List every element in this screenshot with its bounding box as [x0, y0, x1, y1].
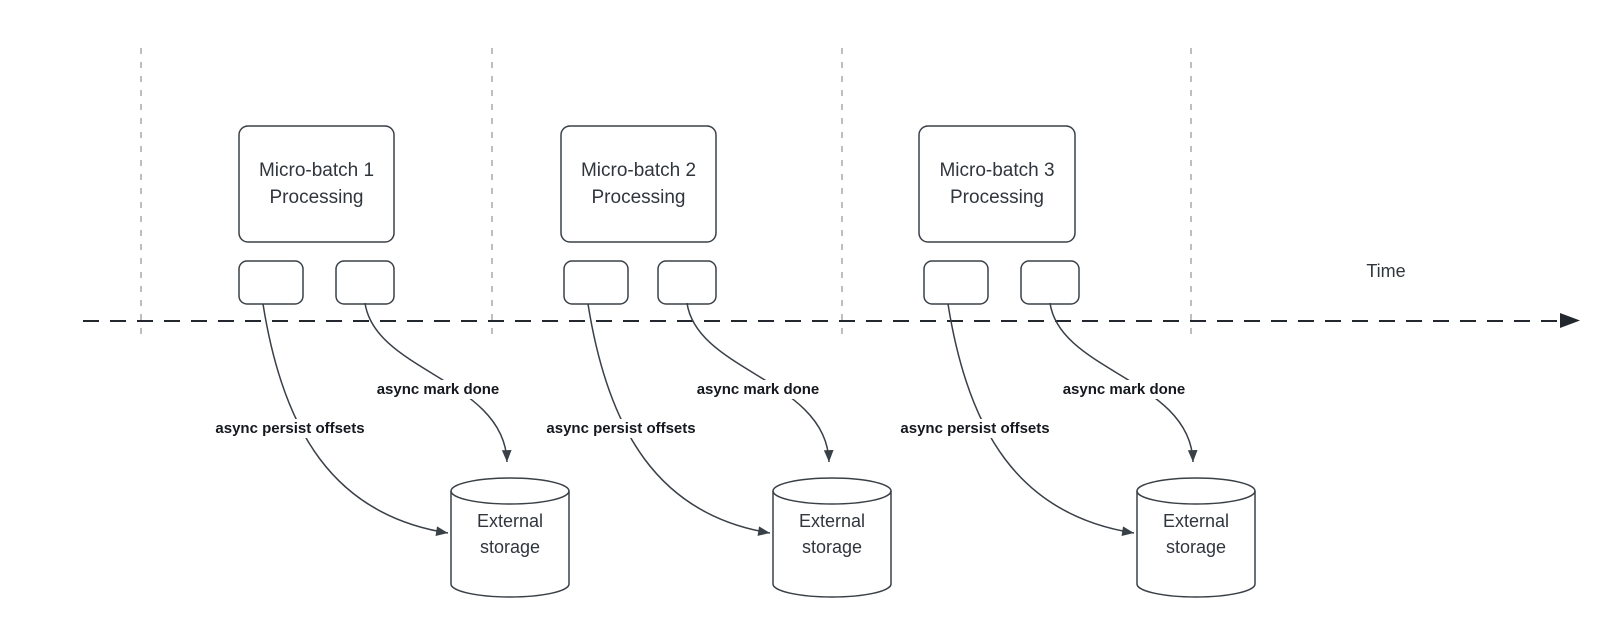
external-storage-cylinder-2-rim	[772, 490, 892, 505]
async-mark-done-label-1: async mark done	[373, 380, 503, 399]
micro-batch-1-task-box-right	[335, 260, 395, 305]
async-persist-offsets-label-3: async persist offsets	[897, 419, 1053, 438]
micro-batch-2-task-box-left	[563, 260, 629, 305]
box-label-line: Micro-batch 2	[580, 160, 697, 181]
time-axis-arrowhead-icon	[1560, 313, 1580, 328]
async-persist-offsets-arrow-3	[947, 303, 1135, 536]
storage-label-line: storage	[1165, 537, 1227, 557]
micro-batch-1-box-label: Micro-batch 1 Processing	[239, 126, 394, 242]
external-storage-cylinder-3-rim	[1136, 490, 1256, 505]
async-persist-offsets-label-2: async persist offsets	[543, 419, 699, 438]
micro-batch-1-box	[238, 125, 395, 243]
micro-batch-3-box	[918, 125, 1076, 243]
external-storage-cylinder-2	[772, 477, 892, 598]
external-storage-cylinder-3	[1136, 477, 1256, 598]
box-label-line: Micro-batch 3	[939, 160, 1055, 181]
micro-batch-1-task-box-left	[238, 260, 304, 305]
async-mark-done-label-3: async mark done	[1059, 380, 1189, 399]
micro-batch-3-box-label: Micro-batch 3 Processing	[919, 126, 1075, 242]
async-mark-done-arrow-3	[1049, 302, 1198, 463]
async-mark-done-arrow-2	[686, 302, 834, 463]
storage-label-line: External	[476, 511, 544, 531]
external-storage-cylinder-1	[450, 477, 570, 598]
micro-batch-2-box-label: Micro-batch 2 Processing	[561, 126, 716, 242]
micro-batch-3-task-box-left	[923, 260, 989, 305]
async-persist-offsets-arrow-1	[262, 303, 449, 536]
micro-batch-3-task-box-right	[1020, 260, 1080, 305]
async-mark-done-arrow-1	[364, 302, 512, 463]
async-persist-offsets-arrow-2	[587, 303, 771, 536]
external-storage-label-1: External storage	[451, 508, 569, 560]
micro-batch-2-task-box-right	[657, 260, 717, 305]
box-label-line: Processing	[269, 187, 364, 208]
storage-label-line: External	[798, 511, 866, 531]
box-label-line: Processing	[591, 187, 686, 208]
box-label-line: Processing	[950, 187, 1044, 208]
external-storage-label-2: External storage	[773, 508, 891, 560]
time-axis-label: Time	[1366, 261, 1406, 281]
async-persist-offsets-label-1: async persist offsets	[212, 419, 368, 438]
box-label-line: Micro-batch 1	[258, 160, 375, 181]
storage-label-line: storage	[479, 537, 541, 557]
storage-label-line: External	[1162, 511, 1230, 531]
async-mark-done-label-2: async mark done	[693, 380, 823, 399]
external-storage-label-3: External storage	[1137, 508, 1255, 560]
micro-batch-2-box	[560, 125, 717, 243]
storage-label-line: storage	[801, 537, 863, 557]
external-storage-cylinder-1-rim	[450, 490, 570, 505]
